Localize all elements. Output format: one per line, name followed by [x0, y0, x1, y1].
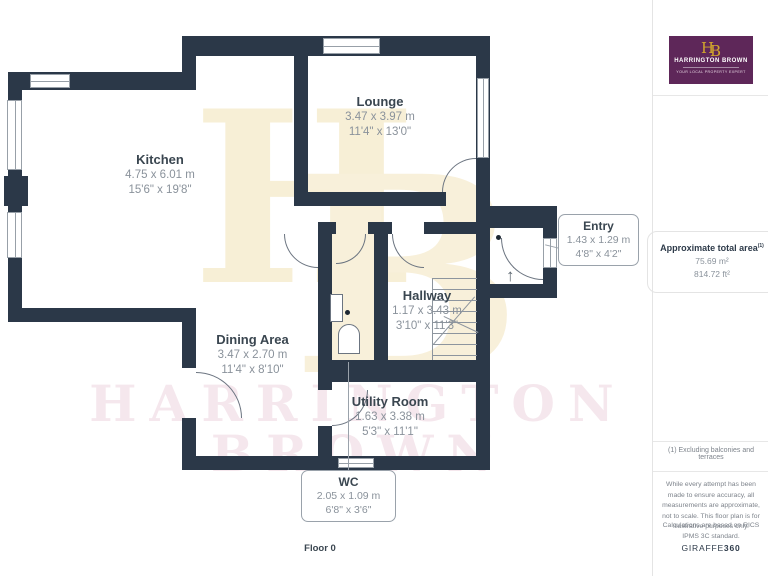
toilet-fixture — [338, 324, 360, 354]
door-arc — [392, 234, 424, 268]
room-label-hallway: Hallway 1.17 x 3.43 m 3'10" x 11'3" — [363, 288, 491, 334]
wall — [490, 284, 557, 298]
room-name: Dining Area — [216, 332, 289, 347]
room-label-entry: Entry 1.43 x 1.29 m 4'8" x 4'2" — [558, 214, 639, 267]
info-sidebar: HB HARRINGTON BROWN YOUR LOCAL PROPERTY … — [647, 0, 768, 576]
room-label-utility-room: Utility Room 1.63 x 3.38 m 5'3" x 11'1" — [300, 394, 480, 440]
wall — [294, 192, 446, 206]
room-name: WC — [338, 475, 359, 489]
fixture-dot — [345, 310, 350, 315]
sidebar-divider — [653, 95, 768, 96]
brand-name: GIRAFFE — [681, 543, 724, 553]
total-area-title: Approximate total area(1) — [648, 243, 768, 253]
total-area-metric: 75.69 m² — [695, 256, 729, 266]
wall — [368, 222, 392, 234]
wc-leader-line — [348, 362, 349, 470]
room-name: Kitchen — [136, 152, 184, 167]
room-name: Utility Room — [351, 394, 429, 409]
window — [338, 458, 374, 468]
room-dim-metric: 3.47 x 3.97 m — [345, 111, 415, 124]
logo-monogram-h: H — [700, 39, 715, 57]
door-hinge-dot — [496, 235, 501, 240]
sink-fixture — [330, 294, 343, 322]
total-area-title-text: Approximate total area — [660, 243, 758, 253]
wall — [476, 206, 557, 228]
door-arc — [442, 158, 476, 192]
room-dim-metric: 1.17 x 3.43 m — [392, 305, 462, 318]
wall — [8, 308, 182, 322]
room-dim-metric: 1.63 x 3.38 m — [355, 411, 425, 424]
area-footnote: (1) Excluding balconies and terraces — [668, 447, 754, 461]
logo-name: HARRINGTON BROWN — [674, 58, 748, 64]
room-label-kitchen: Kitchen 4.75 x 6.01 m 15'6" x 19'8" — [60, 152, 260, 198]
wall — [318, 360, 490, 382]
room-dim-imperial: 6'8" x 3'6" — [325, 503, 372, 516]
room-name: Hallway — [402, 288, 452, 303]
room-label-lounge: Lounge 3.47 x 3.97 m 11'4" x 13'0" — [285, 94, 475, 140]
room-dim-metric: 3.47 x 2.70 m — [217, 349, 288, 362]
giraffe360-brand: GIRAFFE360 — [653, 543, 768, 553]
floor-plan: H B HARRINGTON BROWN ↑ — [4, 36, 639, 554]
standards-text: Calculations are based on RICS IPMS 3C s… — [662, 522, 760, 540]
entrance-arrow-icon: ↑ — [506, 266, 515, 285]
room-dim-imperial: 3'10" x 11'3" — [395, 320, 459, 333]
room-label-wc: WC 2.05 x 1.09 m 6'8" x 3'6" — [301, 470, 396, 523]
wall — [182, 456, 490, 470]
room-label-dining-area: Dining Area 3.47 x 2.70 m 11'4" x 8'10" — [155, 332, 350, 378]
room-dim-metric: 1.43 x 1.29 m — [566, 234, 631, 246]
sidebar-divider — [653, 441, 768, 442]
room-dim-imperial: 11'4" x 13'0" — [348, 126, 412, 139]
room-dim-metric: 2.05 x 1.09 m — [316, 490, 381, 502]
window — [323, 38, 380, 54]
room-dim-imperial: 15'6" x 19'8" — [128, 184, 192, 197]
room-name: Entry — [583, 219, 614, 233]
window — [477, 78, 489, 158]
room-dim-imperial: 4'8" x 4'2" — [575, 247, 622, 260]
total-area-panel: Approximate total area(1) 75.69 m² 814.7… — [647, 231, 768, 293]
door-arc — [336, 234, 366, 264]
door-arc — [196, 372, 242, 418]
logo-monogram-b: B — [710, 42, 722, 60]
room-dim-imperial: 11'4" x 8'10" — [221, 364, 284, 377]
sidebar-divider — [653, 471, 768, 472]
brand-suffix: 360 — [723, 543, 741, 553]
door-arc — [284, 234, 318, 268]
disclaimer-text: While every attempt has been made to ens… — [662, 481, 760, 531]
wall — [424, 222, 490, 234]
room-dim-imperial: 5'3" x 11'1" — [362, 426, 418, 439]
room-name: Lounge — [356, 94, 404, 109]
floor-label: Floor 0 — [304, 543, 336, 554]
logo-tagline: YOUR LOCAL PROPERTY EXPERT — [676, 70, 746, 74]
wall — [374, 234, 388, 360]
logo-monogram: HB — [669, 39, 753, 60]
window — [7, 100, 22, 170]
wall — [294, 56, 308, 206]
total-area-footnote-marker: (1) — [757, 243, 764, 249]
harrington-brown-logo: HB HARRINGTON BROWN YOUR LOCAL PROPERTY … — [669, 36, 753, 84]
window — [7, 212, 22, 258]
wall — [318, 426, 332, 470]
front-door-opening — [543, 238, 557, 268]
room-dim-metric: 4.75 x 6.01 m — [125, 169, 195, 182]
total-area-imperial: 814.72 ft² — [694, 269, 730, 279]
logo-divider — [683, 67, 739, 68]
wall — [182, 308, 196, 368]
window — [30, 74, 70, 88]
wall — [318, 382, 332, 390]
wall — [476, 228, 490, 470]
wall — [318, 234, 332, 360]
wall — [318, 222, 336, 234]
wall — [4, 176, 28, 206]
